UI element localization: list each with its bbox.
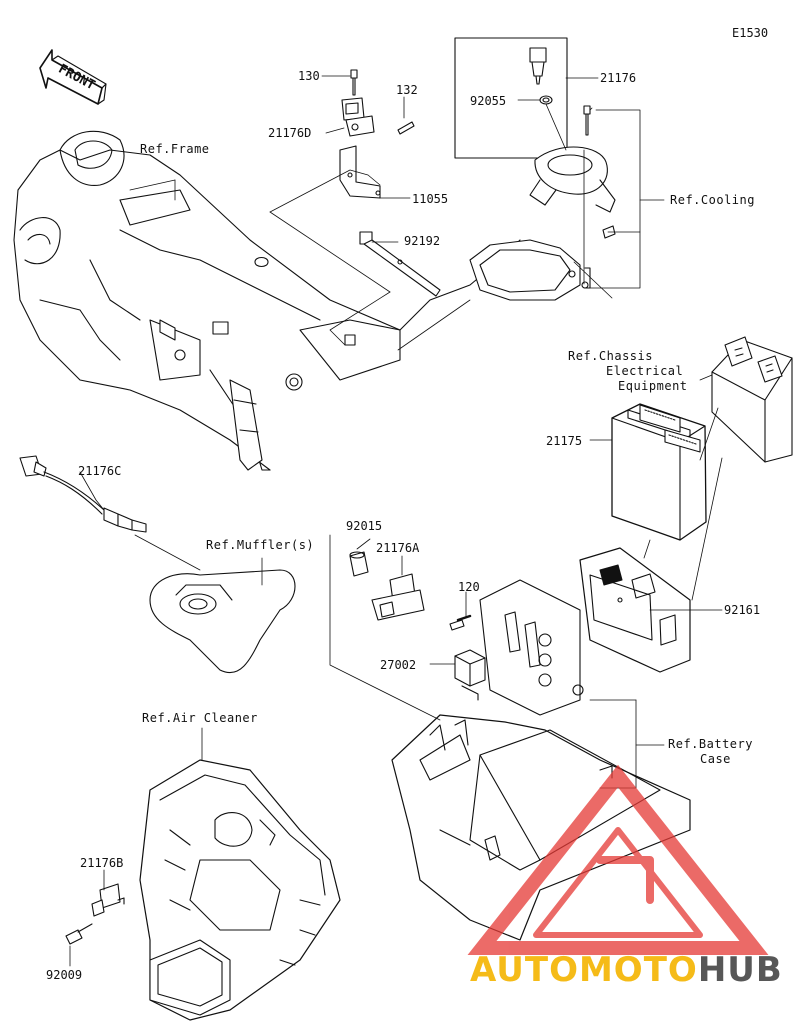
part-92161: 92161 [724, 603, 761, 617]
part-92009: 92009 [46, 968, 83, 982]
ref-battery-line1: Ref.Battery [668, 737, 753, 751]
ref-air-cleaner: Ref.Air Cleaner [142, 711, 258, 725]
part-92015: 92015 [346, 519, 383, 533]
part-92192: 92192 [404, 234, 441, 248]
part-21176A: 21176A [376, 541, 420, 555]
part-92055: 92055 [470, 94, 507, 108]
frame-drawing [13, 130, 521, 471]
diagram-code: E1530 [732, 26, 769, 40]
ref-chassis-line1: Ref.Chassis [568, 349, 653, 363]
ref-battery-line2: Case [700, 752, 731, 766]
coolant-sensor-21176 [454, 37, 616, 301]
o2-sensor-21176C [19, 455, 147, 533]
part-11055: 11055 [412, 192, 449, 206]
ref-cooling: Ref.Cooling [670, 193, 755, 207]
watermark-part1: AUTOMOTO [470, 950, 698, 990]
sensor-21176D [339, 69, 441, 297]
cover-92161 [579, 547, 691, 673]
part-21176C: 21176C [78, 464, 122, 478]
watermark-text: AUTOMOTOHUB [470, 950, 783, 990]
part-21175: 21175 [546, 434, 583, 448]
part-27002: 27002 [380, 658, 417, 672]
part-21176B: 21176B [80, 856, 124, 870]
part-21176D: 21176D [268, 126, 312, 140]
chassis-electrical-unit [711, 336, 793, 463]
ref-chassis-line2: Electrical [606, 364, 684, 378]
ref-frame: Ref.Frame [140, 142, 210, 156]
ref-muffler: Ref.Muffler(s) [206, 538, 315, 552]
part-130: 130 [298, 69, 320, 83]
muffler-drawing [149, 569, 296, 674]
front-arrow-icon: FRONT [39, 49, 107, 105]
watermark-logo-icon [467, 764, 769, 955]
air-cleaner-drawing [65, 759, 341, 1021]
part-132: 132 [396, 83, 418, 97]
part-21176: 21176 [600, 71, 637, 85]
ecu-21175 [611, 403, 707, 541]
ref-chassis-line3: Equipment [618, 379, 688, 393]
relay-27002 [454, 649, 486, 701]
sensor-21176A [349, 551, 472, 631]
leader-lines [69, 75, 723, 967]
part-120: 120 [458, 580, 480, 594]
watermark-part2: HUB [697, 950, 783, 990]
